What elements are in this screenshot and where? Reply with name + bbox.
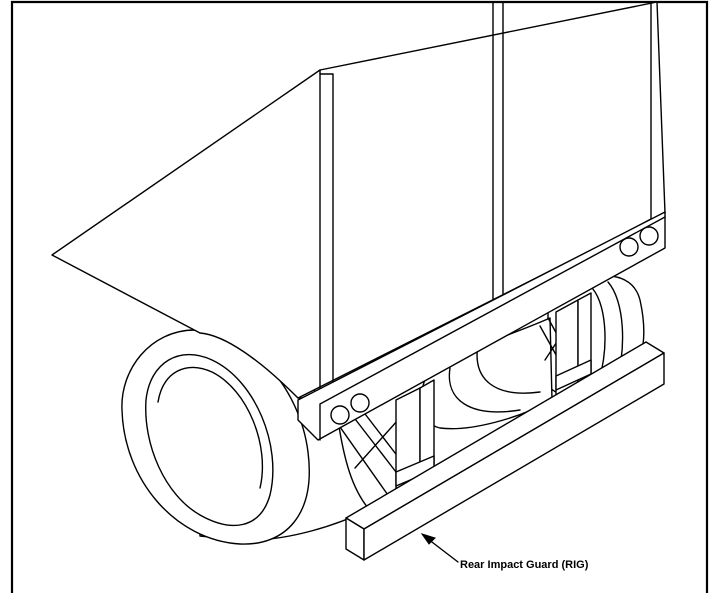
tail-light-right-1 [619,237,639,257]
guard-hangers [395,292,592,501]
frame-border [10,0,709,593]
bumper-beam [297,211,666,441]
callout-label: Rear Impact Guard (RIG) [460,559,589,571]
callout: Rear Impact Guard (RIG) [420,533,589,571]
front-tire [121,329,391,545]
tail-light-right-2 [639,226,659,246]
callout-arrowhead [420,533,436,545]
tail-light-left-1 [330,405,350,425]
tail-light-left-2 [350,393,370,413]
rear-impact-guard-bar [345,341,665,561]
callout-leader-line [427,538,459,563]
